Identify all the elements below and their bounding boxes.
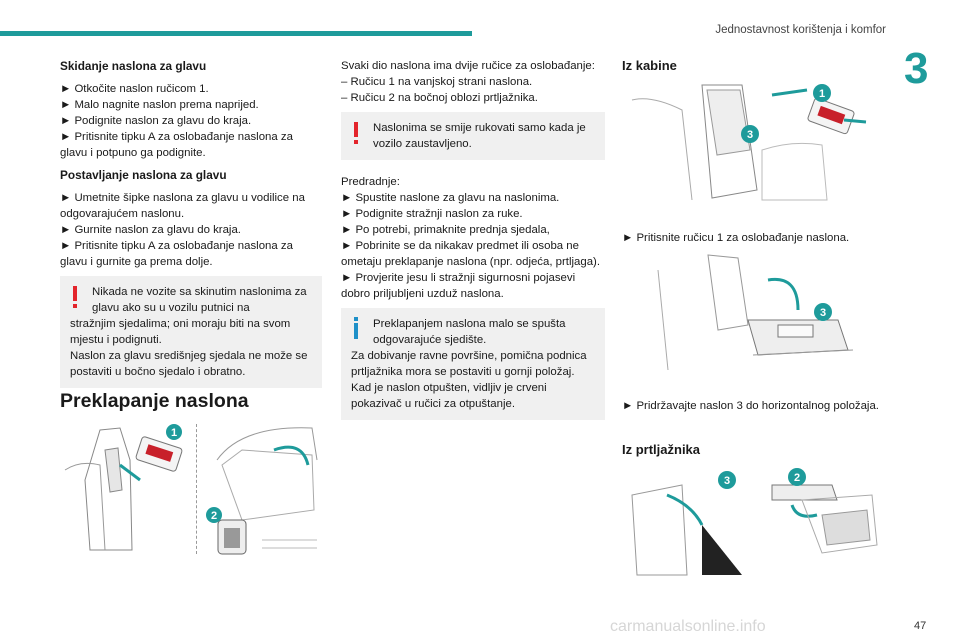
section-header: Jednostavnost korištenja i komfor (715, 24, 886, 36)
step-press-handle: ► Pritisnite ručicu 1 za oslobađanje nas… (622, 232, 850, 244)
info-icon (351, 317, 361, 339)
fold-backrest-illustration: 3 (657, 254, 854, 371)
info-box: Preklapanjem naslona malo se spušta odgo… (341, 308, 605, 420)
warning-box: Naslonima se smije rukovati samo kada je… (341, 112, 605, 160)
step: ► Otkočite naslon ručicom 1. (60, 83, 209, 95)
callout-3: 3 (820, 307, 826, 319)
callout-2: 2 (794, 472, 800, 484)
info-rest: Za dobivanje ravne površine, pomična pod… (351, 350, 587, 378)
step-hold-backrest: ► Pridržavajte naslon 3 do horizontalnog… (622, 400, 879, 412)
intro-text: Svaki dio naslona ima dvije ručice za os… (341, 60, 595, 72)
step: ► Po potrebi, primaknite prednja sjedala… (341, 224, 550, 236)
warning-icon (70, 286, 80, 308)
heading-remove-headrest: Skidanje naslona za glavu (60, 59, 207, 73)
trunk-release-illustration: 3 2 (631, 468, 878, 576)
handle-1-text: – Ručicu 1 na vanjskoj strani naslona. (341, 76, 533, 88)
seat-handle-1-illustration: 1 (64, 424, 183, 551)
info-lead: Preklapanjem naslona malo se spušta odgo… (373, 318, 566, 346)
install-steps: ► Umetnite šipke naslona za glavu u vodi… (60, 190, 322, 270)
step: ► Podignite naslon za glavu do kraja. (60, 115, 252, 127)
watermark: carmanualsonline.info (610, 618, 766, 635)
preparation-steps: Predradnje: ► Spustite naslone za glavu … (341, 174, 605, 302)
prep-title: Predradnje: (341, 176, 400, 188)
column-2: Svaki dio naslona ima dvije ručice za os… (341, 58, 605, 434)
warning-icon (351, 122, 361, 144)
page-number: 47 (914, 620, 927, 632)
step: ► Pobrinite se da nikakav predmet ili os… (341, 240, 600, 268)
heading-from-cabin: Iz kabine (622, 58, 677, 73)
trunk-handle-2-illustration: 2 (206, 427, 318, 555)
figure-divider (196, 424, 198, 554)
warning-lead: Nikada ne vozite sa skinutim naslonima z… (92, 286, 307, 314)
warning-box: Nikada ne vozite sa skinutim naslonima z… (60, 276, 322, 388)
warning-text: Naslonima se smije rukovati samo kada je… (373, 122, 586, 150)
step: ► Malo nagnite naslon prema naprijed. (60, 99, 259, 111)
info-extra: Kad je naslon otpušten, vidljiv je crven… (351, 382, 547, 410)
handle-2-text: – Ručicu 2 na bočnoj oblozi prtljažnika. (341, 92, 538, 104)
handles-intro: Svaki dio naslona ima dvije ručice za os… (341, 58, 605, 106)
cabin-release-illustration: 1 3 (631, 84, 867, 201)
callout-3: 3 (747, 129, 753, 141)
heading-install-headrest: Postavljanje naslona za glavu (60, 168, 227, 182)
warning-rest: stražnjim sjedalima; oni moraju biti na … (70, 318, 291, 346)
callout-2: 2 (211, 510, 217, 522)
step: ► Pritisnite tipku A za oslobađanje nasl… (60, 131, 293, 159)
section-title: Preklapanje naslona (60, 390, 249, 412)
step: ► Umetnite šipke naslona za glavu u vodi… (60, 192, 305, 220)
remove-steps: ► Otkočite naslon ručicom 1. ► Malo nagn… (60, 81, 322, 161)
callout-1: 1 (171, 427, 177, 439)
step: ► Spustite naslone za glavu na naslonima… (341, 192, 560, 204)
step: ► Gurnite naslon za glavu do kraja. (60, 224, 241, 236)
step: ► Podignite stražnji naslon za ruke. (341, 208, 523, 220)
chapter-accent-bar (0, 31, 472, 36)
heading-from-trunk: Iz prtljažnika (622, 442, 701, 457)
chapter-number: 3 (904, 44, 929, 93)
column-3: Iz kabine (622, 58, 886, 82)
step: ► Pritisnite tipku A za oslobađanje nasl… (60, 240, 293, 268)
step: ► Provjerite jesu li stražnji sigurnosni… (341, 272, 576, 300)
column-1: Skidanje naslona za glavu ► Otkočite nas… (60, 58, 322, 402)
warning-extra: Naslon za glavu središnjeg sjedala ne mo… (70, 350, 308, 378)
callout-1: 1 (819, 88, 825, 100)
callout-3: 3 (724, 475, 730, 487)
